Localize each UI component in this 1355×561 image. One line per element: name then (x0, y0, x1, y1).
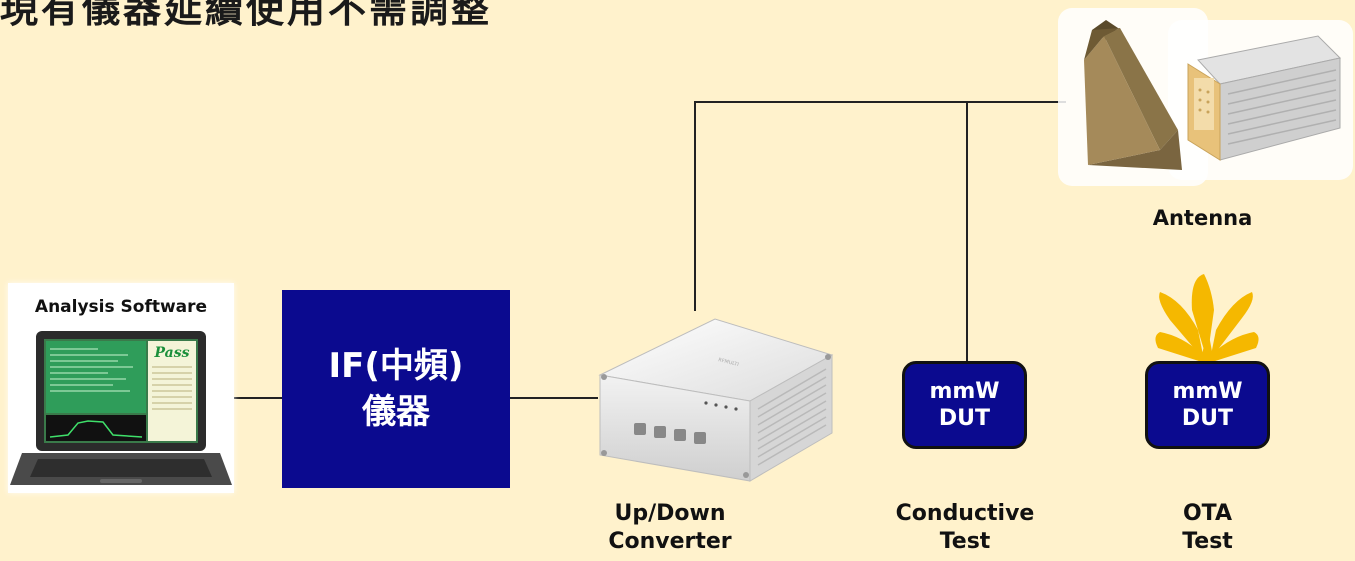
analysis-software-label: Analysis Software (34, 297, 208, 317)
conductive-test-label: Conductive Test (880, 500, 1050, 556)
antenna-label: Antenna (1152, 206, 1253, 230)
svg-text:RFMULTI: RFMULTI (718, 357, 740, 368)
converter-device-icon: RFMULTI (598, 318, 834, 482)
link-bus-conductive (966, 101, 968, 363)
if-instrument-line2: 儀器 (362, 392, 430, 432)
ota-dut-line1: mmW (1172, 379, 1243, 404)
ota-test-label: OTA Test (1145, 500, 1270, 556)
link-software-if (234, 397, 282, 399)
page-title: 現有儀器延續使用不需調整 (0, 0, 493, 31)
if-instrument-box: IF(中頻) 儀器 (282, 290, 510, 488)
ota-caption-line2: Test (1182, 529, 1233, 554)
antenna-icon (1058, 8, 1353, 186)
pass-status-text: Pass (154, 345, 190, 361)
converter-label-line2: Converter (608, 529, 732, 554)
link-converter-up (694, 101, 696, 311)
ota-dut-line2: DUT (1181, 406, 1234, 431)
converter-label-line1: Up/Down (614, 501, 726, 526)
laptop-icon: Pass (10, 331, 232, 485)
analysis-software-node: Analysis Software Pass (8, 283, 234, 493)
conductive-caption-line2: Test (939, 529, 991, 554)
link-top-bus (694, 101, 1066, 103)
conductive-dut-box: mmW DUT (902, 361, 1027, 449)
ota-burst-icon (1155, 274, 1259, 362)
conductive-dut-line1: mmW (929, 379, 1000, 404)
conductive-dut-line2: DUT (938, 406, 991, 431)
conductive-caption-line1: Conductive (895, 501, 1035, 526)
converter-label: Up/Down Converter (590, 500, 750, 556)
if-instrument-line1: IF(中頻) (328, 346, 464, 386)
ota-dut-box: mmW DUT (1145, 361, 1270, 449)
ota-caption-line1: OTA (1182, 501, 1233, 526)
link-if-converter (510, 397, 598, 399)
